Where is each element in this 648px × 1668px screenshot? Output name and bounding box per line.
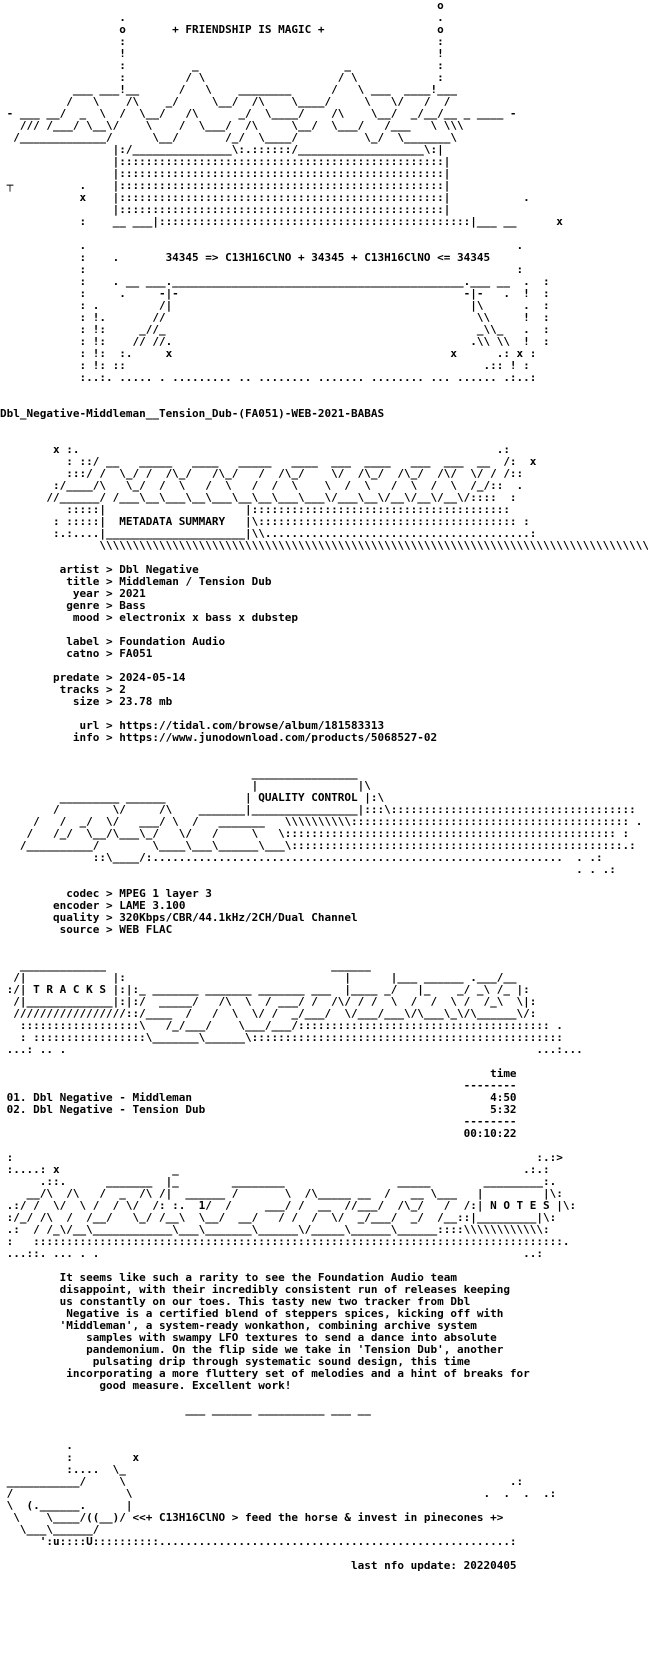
metadata-row: label > Foundation Audio [0,635,226,648]
quality-header-ascii-art: ________________ | |\ _________ ______ |… [19,767,643,876]
field-key: encoder [0,899,100,912]
field-key: genre [0,599,100,612]
field-key: mood [0,611,100,624]
nfo-document: o . . o + FRIENDSHIP IS MAGIC + o : [0,0,648,1572]
field-value: Foundation Audio [119,635,226,648]
field-key: size [0,695,100,708]
field-value: electronix x bass x dubstep [119,611,299,624]
notes-header-ascii-art: : :.:> :....: x _ .:.: .::. _______ |_ [6,1151,577,1260]
field-key: url [0,719,100,732]
field-key: artist [0,563,100,576]
tracks-header-ascii-art: _____________ ______ /| |: | |___ ______… [6,959,583,1056]
field-value: 320Kbps/CBR/44.1kHz/2CH/Dual Channel [119,911,358,924]
field-key: predate [0,671,100,684]
metadata-list: artist > Dbl Negative title > Middleman … [0,563,437,744]
metadata-row: url > https://tidal.com/browse/album/181… [0,719,385,732]
track-row: 02. Dbl Negative - Tension Dub 5:32 [0,1103,517,1116]
metadata-row: artist > Dbl Negative [0,563,199,576]
field-key: codec [0,887,100,900]
tracks-list: 01. Dbl Negative - Middleman 4:50 02. Db… [0,1091,517,1116]
metadata-row: year > 2021 [0,587,146,600]
quality-row: codec > MPEG 1 layer 3 [0,887,212,900]
footer-ascii-art: . : x :.... \_ ___________/ \ .: / \ . [6,1439,557,1548]
field-key: quality [0,911,100,924]
field-key: info [0,731,100,744]
banner-ascii-art: o . . o + FRIENDSHIP IS MAGIC + o : [6,0,563,384]
field-key: source [0,923,100,936]
field-key: year [0,587,100,600]
field-value: WEB FLAC [119,923,173,936]
quality-row: quality > 320Kbps/CBR/44.1kHz/2CH/Dual C… [0,911,358,924]
field-value: Bass [119,599,146,612]
field-key: title [0,575,100,588]
notes-divider: ___ ______ __________ ___ __ [0,1403,371,1416]
metadata-row: predate > 2024-05-14 [0,671,186,684]
metadata-row: catno > FA051 [0,647,153,660]
track-row: 01. Dbl Negative - Middleman 4:50 [0,1091,517,1104]
field-value: Middleman / Tension Dub [119,575,272,588]
metadata-row: tracks > 2 [0,683,126,696]
metadata-row: title > Middleman / Tension Dub [0,575,272,588]
field-value: Dbl Negative [119,563,199,576]
quality-row: source > WEB FLAC [0,923,173,936]
field-value: LAME 3.100 [119,899,186,912]
metadata-row: info > https://www.junodownload.com/prod… [0,731,438,744]
tracks-total: -------- 00:10:22 [463,1115,517,1140]
field-value: MPEG 1 layer 3 [119,887,212,900]
tracks-time-column-header: time -------- [463,1067,517,1092]
field-key: tracks [0,683,100,696]
field-value: 2024-05-14 [119,671,186,684]
field-value: 2021 [119,587,146,600]
field-value: https://www.junodownload.com/products/50… [119,731,438,744]
field-value: 2 [119,683,126,696]
metadata-row: size > 23.78 mb [0,695,173,708]
field-value: https://tidal.com/browse/album/181583313 [119,719,385,732]
metadata-row: genre > Bass [0,599,146,612]
release-name: Dbl_Negative-Middleman__Tension_Dub-(FA0… [0,407,385,420]
quality-row: encoder > LAME 3.100 [0,899,186,912]
notes-text: It seems like such a rarity to see the F… [59,1271,530,1392]
field-key: label [0,635,100,648]
field-value: 23.78 mb [119,695,173,708]
quality-list: codec > MPEG 1 layer 3 encoder > LAME 3.… [0,887,358,936]
last-nfo-update: last nfo update: 20220405 [0,1559,517,1572]
metadata-header-ascii-art: x :. .: : ::/ __ _____ ____ _____ ____ _… [46,443,648,552]
field-key: catno [0,647,100,660]
metadata-row: mood > electronix x bass x dubstep [0,611,299,624]
field-value: FA051 [119,647,153,660]
